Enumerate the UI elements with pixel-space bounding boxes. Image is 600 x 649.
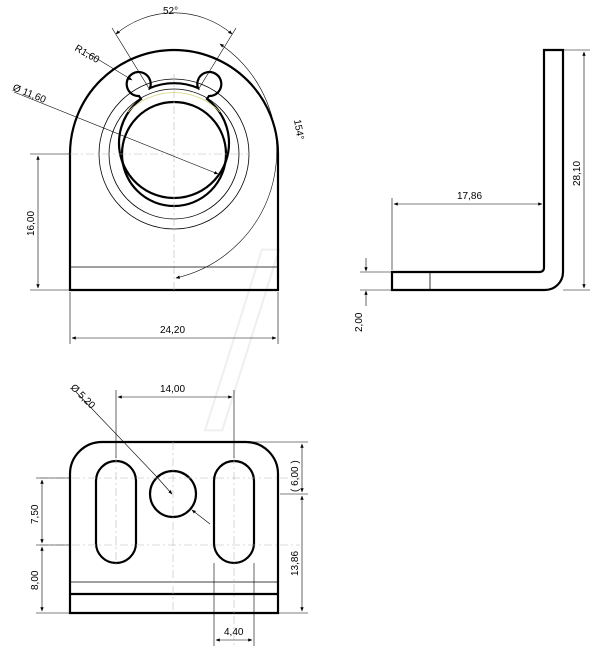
bottom-hole-label: Ø 5,20	[68, 382, 97, 411]
angle-154-label: 154°	[291, 119, 305, 141]
width-label: 24,20	[160, 325, 185, 336]
slot-length-label: 7,50	[30, 504, 41, 524]
side-view: 17,86 28,10 2,00	[354, 48, 590, 332]
angle-52-label: 52°	[163, 6, 178, 17]
angle-ext-left	[111, 27, 151, 91]
bottom-hole-arrow-out	[191, 509, 211, 525]
leg-length-label: 17,86	[457, 191, 482, 202]
watermark-logo: /	[205, 206, 280, 462]
height-label: 16,00	[26, 211, 37, 236]
bottom-view: 14,00 Ø 5,20 ( 6,00 ) 13,86 7,50 8,00 4,…	[30, 382, 308, 646]
total-height-label: 13,86	[290, 551, 301, 576]
bottom-hole-leader	[75, 391, 157, 477]
bottom-outline	[68, 440, 280, 615]
thickness-label: 2,00	[354, 312, 365, 332]
slot-radius-label: R1,60	[73, 43, 102, 66]
slot-radius-leader	[85, 51, 133, 81]
top-offset-label: ( 6,00 )	[290, 460, 301, 492]
side-height-label: 28,10	[572, 161, 583, 186]
bottom-hole-arrow-in	[155, 475, 173, 495]
hole-diameter-label: Ø 11,60	[11, 83, 48, 106]
angle-154-arc	[175, 43, 277, 279]
side-outline	[390, 48, 565, 292]
bottom-offset-label: 8,00	[30, 570, 41, 590]
angle-52-arc	[115, 12, 233, 35]
slot-spacing-label: 14,00	[160, 384, 185, 395]
slot-width-label: 4,40	[224, 627, 244, 638]
angle-ext-right	[197, 27, 237, 91]
